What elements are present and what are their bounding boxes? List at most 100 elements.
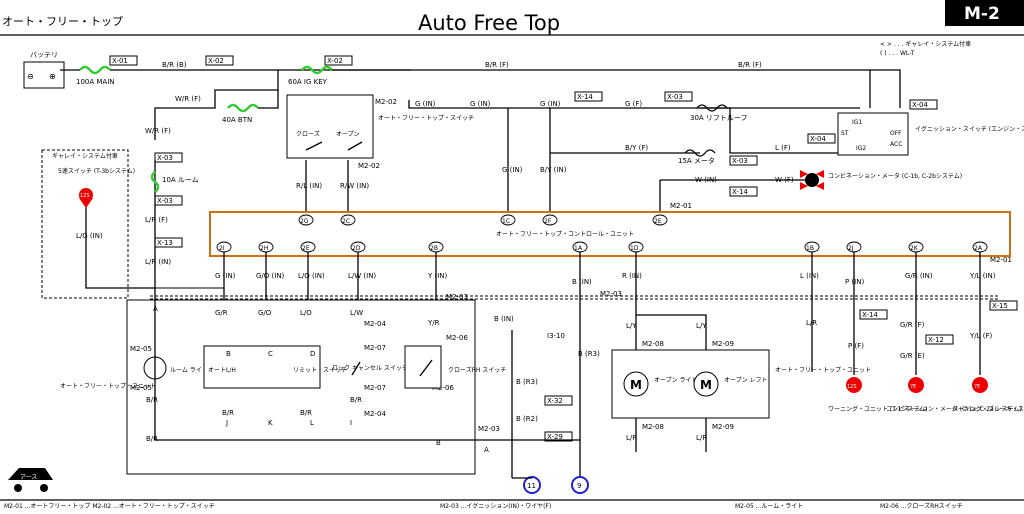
svg-text:2K: 2K bbox=[910, 245, 919, 252]
svg-text:G (IN): G (IN) bbox=[415, 100, 436, 108]
svg-text:2C: 2C bbox=[342, 218, 350, 225]
svg-text:X-12: X-12 bbox=[928, 336, 944, 344]
svg-text:B: B bbox=[226, 350, 231, 358]
svg-text:B (R2): B (R2) bbox=[516, 415, 538, 423]
svg-text:B (R3): B (R3) bbox=[578, 350, 600, 358]
btn-fuse-label: 40A BTN bbox=[222, 116, 252, 124]
limit-switch-label: リミット・スイッチ bbox=[293, 367, 347, 374]
harness-m2-01-b: M2-01 bbox=[990, 256, 1012, 264]
svg-text:L/R (F): L/R (F) bbox=[145, 216, 168, 224]
svg-text:B/R: B/R bbox=[146, 435, 158, 443]
svg-text:P (F): P (F) bbox=[848, 342, 864, 350]
svg-text:J: J bbox=[225, 419, 228, 427]
legend-line-2: ( ) . . . WL-T bbox=[880, 50, 915, 57]
open-close-switch-box bbox=[286, 94, 374, 159]
harness-m2-03-c: M2-03 bbox=[478, 425, 500, 433]
svg-text:2B: 2B bbox=[430, 245, 438, 252]
harness-m2-06-a: M2-06 bbox=[446, 334, 468, 342]
parking-brake-label: パーキング・ブレーキ・スイッチ (C-1b, C-2bシステム) bbox=[952, 405, 1024, 413]
acc-label: ACC bbox=[890, 141, 902, 148]
svg-text:B/R: B/R bbox=[222, 409, 234, 417]
harness-i3-10: I3-10 bbox=[547, 332, 565, 340]
svg-text:Y (IN): Y (IN) bbox=[427, 272, 448, 280]
svg-text:X-04: X-04 bbox=[912, 101, 928, 109]
svg-text:X-02: X-02 bbox=[327, 57, 343, 65]
battery-label: バッテリ bbox=[30, 51, 58, 59]
close-label: クローズ bbox=[296, 130, 320, 138]
harness-m2-05-b: M2-05 bbox=[130, 384, 152, 392]
svg-text:B: B bbox=[436, 439, 441, 447]
svg-text:2H: 2H bbox=[260, 245, 268, 252]
harness-m2-09-a: M2-09 bbox=[712, 340, 734, 348]
svg-text:L/O: L/O bbox=[300, 309, 312, 317]
svg-text:X-13: X-13 bbox=[157, 239, 173, 247]
svg-text:R/L (IN): R/L (IN) bbox=[296, 182, 322, 190]
svg-text:G/R: G/R bbox=[215, 309, 228, 317]
lift-roof-fuse-label: 30A リフトルーフ bbox=[690, 114, 748, 122]
svg-text:D: D bbox=[310, 350, 315, 358]
meter-fuse-icon bbox=[684, 149, 716, 157]
svg-text:B/R: B/R bbox=[146, 396, 158, 404]
ig1-label: IG1 bbox=[852, 119, 862, 126]
page-title: Auto Free Top bbox=[418, 11, 560, 35]
harness-m2-03-b: M2-03 bbox=[600, 290, 622, 298]
room-lamp-label: ルーム ライト bbox=[170, 367, 208, 374]
svg-text:L/O (IN): L/O (IN) bbox=[298, 272, 325, 280]
svg-text:L/R: L/R bbox=[626, 434, 637, 442]
svg-text:X-14: X-14 bbox=[862, 311, 878, 319]
warning-unit-icon bbox=[846, 377, 862, 393]
svg-text:G (IN): G (IN) bbox=[540, 100, 561, 108]
ref-7e-a: 7E bbox=[910, 384, 916, 390]
svg-text:L/R (IN): L/R (IN) bbox=[145, 258, 171, 266]
svg-text:G (IN): G (IN) bbox=[215, 272, 236, 280]
svg-text:X-15: X-15 bbox=[992, 302, 1008, 310]
svg-text:G/O: G/O bbox=[258, 309, 272, 317]
ignition-switch-box bbox=[837, 112, 909, 156]
svg-text:G/R (E): G/R (E) bbox=[900, 352, 925, 360]
harness-m2-01-a: M2-01 bbox=[670, 202, 692, 210]
ignition-switch-label: イグニッション・スイッチ (エンジン・スイッチ) bbox=[915, 125, 1024, 133]
svg-text:2A: 2A bbox=[974, 245, 983, 252]
ig-key-fuse-icon bbox=[301, 65, 333, 75]
harness-m2-09-b: M2-09 bbox=[712, 423, 734, 431]
st-label: ST bbox=[841, 130, 849, 137]
svg-text:R/W (IN): R/W (IN) bbox=[340, 182, 369, 190]
unit-left-label: オート・フリー・トップ・ユニット bbox=[60, 383, 156, 390]
svg-text:B (IN): B (IN) bbox=[572, 278, 592, 286]
page-code-box bbox=[945, 0, 1024, 26]
svg-text:L: L bbox=[310, 419, 314, 427]
svg-text:L/R: L/R bbox=[696, 434, 707, 442]
control-unit-label: オート・フリー・トップ・コントロール・ユニット bbox=[496, 231, 634, 238]
page-code: M-2 bbox=[964, 4, 1000, 24]
motor-left-label: オープン レフト bbox=[724, 377, 768, 384]
harness-m2-04-a: M2-04 bbox=[364, 320, 386, 328]
svg-text:X-03: X-03 bbox=[732, 157, 748, 165]
svg-text:B/R (F): B/R (F) bbox=[485, 61, 509, 69]
main-fuse-label: 100A MAIN bbox=[76, 78, 115, 86]
connector-tags-top: X-01 X-02 X-02 X-03 X-03 X-13 X-14 X-03 … bbox=[109, 55, 1018, 442]
harness-m2-08-a: M2-08 bbox=[642, 340, 664, 348]
wire-ig-key-bus bbox=[332, 69, 901, 108]
svg-text:Y/L (F): Y/L (F) bbox=[969, 332, 993, 340]
lock-switch-label: ロック キャンセル スイッチ bbox=[332, 365, 408, 372]
svg-text:1C: 1C bbox=[502, 218, 510, 225]
svg-text:2J: 2J bbox=[848, 245, 854, 252]
bottom-ref-3: M2-05 ...ルーム・ライト bbox=[735, 503, 803, 510]
ground-wire-labels: B (IN) B (R3) B (R3) B (R2) bbox=[494, 315, 600, 423]
svg-text:2F: 2F bbox=[544, 218, 552, 225]
wire-btn-link bbox=[258, 90, 279, 109]
svg-text:1B: 1B bbox=[806, 245, 814, 252]
ground-point-11-icon bbox=[523, 476, 541, 494]
wires-bottom bbox=[155, 252, 981, 375]
harness-m2-07-a: M2-07 bbox=[364, 344, 386, 352]
svg-text:2I: 2I bbox=[219, 245, 225, 252]
svg-text:L (F): L (F) bbox=[775, 144, 791, 152]
bottom-ref-4: M2-06 ...クローズRHスイッチ bbox=[880, 502, 963, 510]
bottom-ref-2: M2-03 ...イグニッション(IN)・ワイヤ(F) bbox=[440, 502, 551, 510]
ground-point-9-icon bbox=[571, 476, 589, 494]
lock-switch-contact bbox=[351, 361, 361, 376]
svg-text:W/R (F): W/R (F) bbox=[175, 95, 201, 103]
harness-m2-08-b: M2-08 bbox=[642, 423, 664, 431]
cancel-switch-label: クローズRH スイッチ bbox=[448, 366, 506, 374]
parking-brake-icon bbox=[972, 377, 988, 393]
